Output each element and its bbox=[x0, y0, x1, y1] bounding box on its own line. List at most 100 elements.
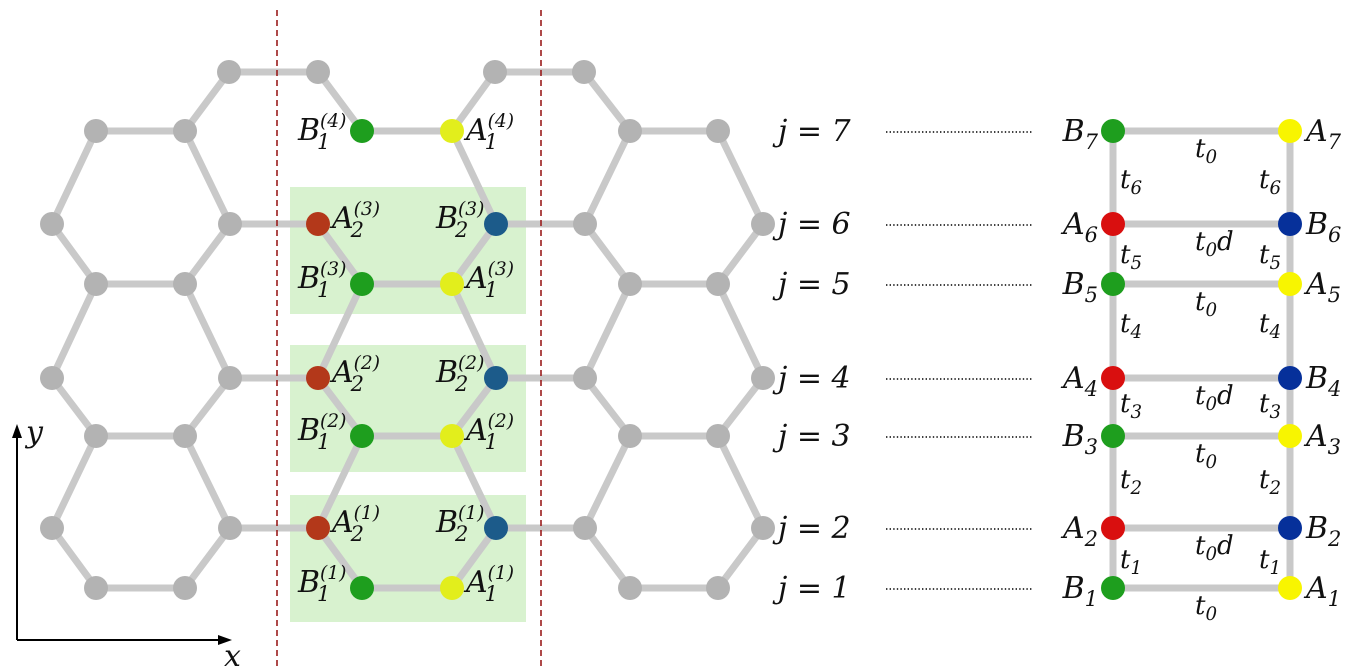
ladder-site-right bbox=[1278, 212, 1302, 236]
label-B2-cell-3: B(3)2 bbox=[435, 199, 484, 242]
ladder-site-left bbox=[1101, 516, 1125, 540]
leg-hopping-right: t3 bbox=[1259, 389, 1281, 423]
lattice-node bbox=[618, 576, 642, 600]
label-A1-cell-3: A(3)1 bbox=[463, 259, 514, 302]
lattice-bond bbox=[48, 220, 100, 288]
ladder-site-left bbox=[1101, 576, 1125, 600]
lattice-bond bbox=[714, 220, 767, 288]
ladder-right-label: B2 bbox=[1305, 511, 1341, 551]
lattice-node bbox=[84, 424, 108, 448]
site-A2 bbox=[306, 212, 330, 236]
lattice-node bbox=[483, 60, 507, 84]
lattice-bond bbox=[580, 68, 634, 135]
ladder-site-right bbox=[1278, 272, 1302, 296]
ladder-right-label: A5 bbox=[1303, 267, 1341, 307]
lattice-bond bbox=[581, 220, 634, 288]
lattice-node bbox=[218, 212, 242, 236]
label-B2-cell-2: B(2)2 bbox=[435, 353, 484, 396]
rung-hopping-label: t0d bbox=[1195, 381, 1234, 415]
lattice-bond bbox=[448, 127, 500, 228]
lattice-bond bbox=[181, 127, 234, 228]
j-label: j = 7 bbox=[772, 114, 852, 149]
y-axis-label: y bbox=[24, 415, 44, 450]
lattice-node bbox=[218, 516, 242, 540]
lattice-bond bbox=[48, 374, 100, 440]
label-A1-cell-4: A(4)1 bbox=[463, 111, 514, 154]
label-A2-cell-1: A(1)2 bbox=[329, 503, 380, 546]
label-A1-cell-1: A(1)1 bbox=[463, 563, 514, 606]
ladder-right-label: B6 bbox=[1305, 207, 1341, 247]
leg-hopping-left: t3 bbox=[1120, 389, 1142, 423]
label-A1-cell-2: A(2)1 bbox=[463, 411, 514, 454]
lattice-bond bbox=[314, 524, 366, 592]
honeycomb-bonds bbox=[48, 68, 767, 592]
ladder-right-label: A1 bbox=[1303, 571, 1341, 611]
site-A2 bbox=[306, 366, 330, 390]
ladder-left-label: A4 bbox=[1060, 361, 1098, 401]
lattice-bond bbox=[581, 524, 634, 592]
label-B1-cell-2: B(2)1 bbox=[297, 411, 346, 454]
rung-hopping-label: t0d bbox=[1195, 227, 1234, 261]
lattice-node bbox=[706, 119, 730, 143]
lattice-node bbox=[706, 576, 730, 600]
ladder-right-label: A7 bbox=[1303, 114, 1342, 154]
ladder-site-right bbox=[1278, 366, 1302, 390]
leg-hopping-left: t4 bbox=[1120, 309, 1142, 343]
ladder-left-label: B3 bbox=[1062, 419, 1098, 459]
leg-hopping-right: t1 bbox=[1259, 545, 1281, 579]
leg-hopping-right: t2 bbox=[1259, 465, 1281, 499]
ladder-site-right bbox=[1278, 516, 1302, 540]
y-axis-arrowhead bbox=[12, 424, 22, 438]
lattice-bond bbox=[48, 127, 100, 228]
ladder-site-left bbox=[1101, 272, 1125, 296]
lattice-node bbox=[173, 576, 197, 600]
leg-hopping-left: t6 bbox=[1120, 165, 1142, 199]
leg-hopping-left: t1 bbox=[1120, 545, 1142, 579]
lattice-node bbox=[751, 516, 775, 540]
lattice-bond bbox=[314, 432, 366, 532]
rung-hopping-label: t0 bbox=[1195, 439, 1217, 473]
lattice-node bbox=[572, 60, 596, 84]
ladder-right-label: B4 bbox=[1305, 361, 1341, 401]
site-A1 bbox=[440, 424, 464, 448]
ladder-site-left bbox=[1101, 424, 1125, 448]
lattice-bond bbox=[448, 432, 500, 532]
site-B2 bbox=[484, 212, 508, 236]
lattice-node bbox=[40, 516, 64, 540]
lattice-bond bbox=[181, 374, 234, 440]
lattice-node bbox=[40, 212, 64, 236]
unit-cell-highlights bbox=[290, 187, 526, 622]
x-axis-label: x bbox=[224, 639, 241, 666]
lattice-node bbox=[218, 366, 242, 390]
site-B1 bbox=[350, 424, 374, 448]
lattice-node bbox=[706, 424, 730, 448]
lattice-bond bbox=[448, 374, 500, 440]
lattice-node bbox=[751, 366, 775, 390]
lattice-node bbox=[40, 366, 64, 390]
ladder-left-label: B7 bbox=[1062, 114, 1099, 154]
lattice-bond bbox=[314, 68, 366, 135]
lattice-bond bbox=[714, 374, 767, 440]
lattice-bond bbox=[48, 432, 100, 532]
lattice-bond bbox=[581, 432, 634, 532]
site-A1 bbox=[440, 272, 464, 296]
lattice-bond bbox=[448, 280, 500, 382]
label-B1-cell-4: B(4)1 bbox=[297, 111, 346, 154]
lattice-bond bbox=[448, 524, 500, 592]
lattice-node bbox=[217, 60, 241, 84]
ladder-left-label: B5 bbox=[1062, 267, 1098, 307]
j-label: j = 4 bbox=[772, 361, 851, 396]
lattice-bond bbox=[581, 127, 634, 228]
lattice-node bbox=[573, 516, 597, 540]
j-label: j = 1 bbox=[772, 571, 851, 606]
lattice-bond bbox=[581, 374, 634, 440]
lattice-node bbox=[618, 119, 642, 143]
lattice-node bbox=[84, 272, 108, 296]
lattice-node bbox=[173, 272, 197, 296]
lattice-node bbox=[751, 212, 775, 236]
ladder-right-label: A3 bbox=[1303, 419, 1341, 459]
lattice-bond bbox=[581, 280, 634, 382]
label-A2-cell-2: A(2)2 bbox=[329, 353, 380, 396]
